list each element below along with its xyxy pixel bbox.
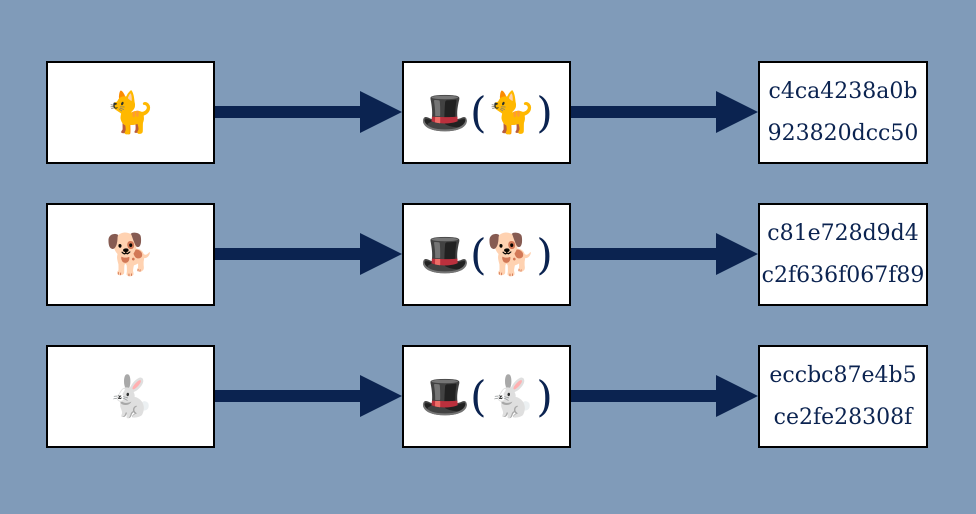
top-hat-icon: 🎩 [420, 89, 471, 136]
arrow-right-icon [571, 233, 758, 275]
hash-line: 923820dcc50 [767, 120, 919, 146]
pipeline-row: 🐕 🎩 ( 🐕 ) c81e728d9d4 c2f636f067f89 [0, 203, 976, 307]
rabbit-icon: 🐇 [486, 373, 537, 420]
arrow-right-icon [571, 91, 758, 133]
close-paren: ) [536, 372, 553, 421]
function-expression: 🎩 ( 🐕 ) [420, 230, 552, 279]
hash-line: c4ca4238a0b [768, 78, 918, 104]
function-expression: 🎩 ( 🐇 ) [420, 372, 552, 421]
close-paren: ) [536, 88, 553, 137]
function-expression: 🎩 ( 🐈 ) [420, 88, 552, 137]
dog-icon: 🐕 [486, 231, 537, 278]
arrow-right-icon [215, 91, 402, 133]
function-box: 🎩 ( 🐕 ) [402, 203, 571, 306]
hash-line: c2f636f067f89 [761, 262, 925, 288]
open-paren: ( [470, 88, 487, 137]
arrow-right-icon [215, 375, 402, 417]
hash-output-box: c81e728d9d4 c2f636f067f89 [758, 203, 928, 306]
top-hat-icon: 🎩 [420, 373, 471, 420]
function-box: 🎩 ( 🐈 ) [402, 61, 571, 164]
rabbit-icon: 🐇 [105, 373, 156, 420]
input-box: 🐇 [46, 345, 215, 448]
hash-line: eccbc87e4b5 [769, 362, 917, 388]
hash-line: c81e728d9d4 [767, 220, 919, 246]
arrow-right-icon [571, 375, 758, 417]
top-hat-icon: 🎩 [420, 231, 471, 278]
hash-output-box: c4ca4238a0b 923820dcc50 [758, 61, 928, 164]
hash-output-box: eccbc87e4b5 ce2fe28308f [758, 345, 928, 448]
cat-icon: 🐈 [105, 89, 156, 136]
input-box: 🐈 [46, 61, 215, 164]
arrow-right-icon [215, 233, 402, 275]
hash-line: ce2fe28308f [773, 404, 913, 430]
input-box: 🐕 [46, 203, 215, 306]
function-box: 🎩 ( 🐇 ) [402, 345, 571, 448]
pipeline-row: 🐈 🎩 ( 🐈 ) c4ca4238a0b 923820dcc50 [0, 61, 976, 165]
pipeline-row: 🐇 🎩 ( 🐇 ) eccbc87e4b5 ce2fe28308f [0, 345, 976, 449]
open-paren: ( [470, 372, 487, 421]
open-paren: ( [470, 230, 487, 279]
dog-icon: 🐕 [105, 231, 156, 278]
cat-icon: 🐈 [486, 89, 537, 136]
close-paren: ) [536, 230, 553, 279]
